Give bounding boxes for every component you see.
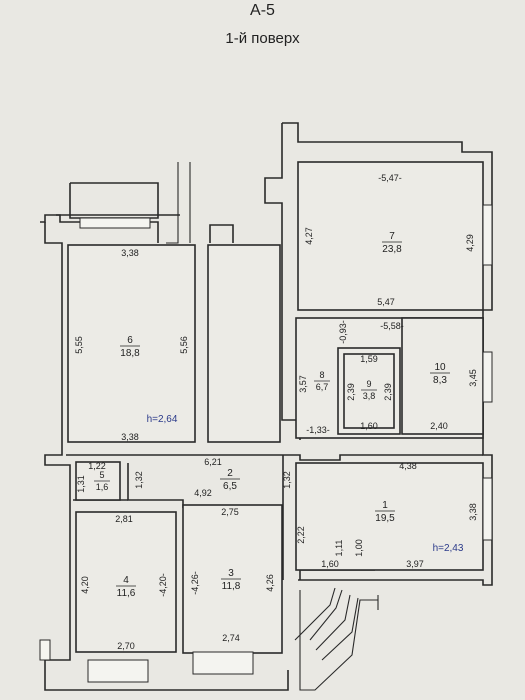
dim-7-right: 4,29 bbox=[465, 234, 475, 252]
dim-1-left: 2,22 bbox=[296, 526, 306, 544]
dim-10-right: 3,45 bbox=[468, 369, 478, 387]
dim-8-left: 3,57 bbox=[298, 375, 308, 393]
dim-4-top: 2,81 bbox=[115, 514, 133, 524]
dim-9-right: 2,39 bbox=[383, 383, 393, 401]
dim-6-left: 5,55 bbox=[74, 336, 84, 354]
room-6 bbox=[67, 244, 196, 443]
room-10 bbox=[401, 317, 484, 435]
room-1-num: 1 bbox=[382, 500, 388, 511]
room-2-num: 2 bbox=[227, 468, 233, 479]
room-2-area: 6,5 bbox=[223, 481, 237, 492]
dim-3-left: -4,26- bbox=[190, 571, 200, 595]
room-3-area: 11,8 bbox=[222, 581, 241, 592]
floor-title: 1-й поверх bbox=[225, 30, 300, 47]
room-3-num: 3 bbox=[228, 568, 234, 579]
dim-1-397: 3,97 bbox=[406, 559, 424, 569]
room-10-num: 10 bbox=[434, 362, 446, 373]
dim-133: -1,33- bbox=[306, 425, 330, 435]
dim-132a: 1,32 bbox=[134, 471, 144, 489]
room-4 bbox=[75, 511, 177, 653]
room-labels: 7 23,8 6 18,8 8 6,7 9 3,8 10 8,3 2 6,5 5… bbox=[94, 231, 450, 599]
dim-6-top: 3,38 bbox=[121, 248, 139, 258]
room-4-area: 11,6 bbox=[117, 588, 136, 599]
dim-6-right: 5,56 bbox=[179, 336, 189, 354]
dim-132b: 1,32 bbox=[282, 471, 292, 489]
dim-3-top: 2,75 bbox=[221, 507, 239, 517]
dim-4-left: 4,20 bbox=[80, 576, 90, 594]
dim-6-bottom: 3,38 bbox=[121, 432, 139, 442]
dim-9-top: 1,59 bbox=[360, 354, 378, 364]
corridor-shaft bbox=[207, 244, 281, 443]
dim-2-top: 6,21 bbox=[204, 457, 222, 467]
dim-093: -0,93- bbox=[338, 320, 348, 344]
room-7-area: 23,8 bbox=[382, 244, 402, 255]
room-1 bbox=[295, 462, 484, 571]
room-9 bbox=[337, 347, 401, 435]
dim-5-top: 1,22 bbox=[88, 461, 106, 471]
room-4-num: 4 bbox=[123, 575, 129, 586]
dim-1-top: 4,38 bbox=[399, 461, 417, 471]
room-1-area: 19,5 bbox=[375, 513, 395, 524]
room-7-num: 7 bbox=[389, 231, 395, 242]
dim-1-111: 1,11 bbox=[334, 540, 344, 557]
dim-3-right: 4,26 bbox=[265, 574, 275, 592]
room-8-area: 6,7 bbox=[316, 382, 329, 392]
block-title: А-5 bbox=[250, 2, 275, 19]
dim-1-right: 3,38 bbox=[468, 503, 478, 521]
dim-1-100: 1,00 bbox=[354, 539, 364, 557]
dim-7-left: 4,27 bbox=[304, 227, 314, 245]
dim-10-bottom: 2,40 bbox=[430, 421, 448, 431]
dim-9-left: 2,39 bbox=[346, 383, 356, 401]
room-1-height: h=2,43 bbox=[433, 543, 464, 554]
dim-4-bottom: 2,70 bbox=[117, 641, 135, 651]
room-6-num: 6 bbox=[127, 335, 133, 346]
dim-7-bottom: 5,47 bbox=[377, 297, 395, 307]
dim-9-bottom: 1,60 bbox=[360, 421, 378, 431]
room-9-inner bbox=[343, 353, 395, 429]
windows bbox=[39, 204, 493, 683]
dim-5-left: 1,31 bbox=[76, 475, 86, 493]
dim-4-right: -4,20- bbox=[158, 573, 168, 597]
room-7 bbox=[297, 161, 484, 311]
room-5-num: 5 bbox=[99, 470, 104, 480]
dim-7-top: -5,47- bbox=[378, 173, 402, 183]
dim-558: -5,58- bbox=[380, 321, 404, 331]
room-10-area: 8,3 bbox=[433, 375, 447, 386]
room-8-num: 8 bbox=[319, 370, 324, 380]
room-9-area: 3,8 bbox=[363, 391, 376, 401]
room-6-height: h=2,64 bbox=[147, 414, 178, 425]
dimension-labels: -5,47- 4,27 4,29 5,47 -0,93- -5,58- 3,38… bbox=[74, 173, 478, 651]
room-9-num: 9 bbox=[366, 379, 371, 389]
dim-2-bottom: 4,92 bbox=[194, 488, 212, 498]
dim-1-160: 1,60 bbox=[321, 559, 339, 569]
room-6-area: 18,8 bbox=[120, 348, 140, 359]
dim-3-bottom: 2,74 bbox=[222, 633, 240, 643]
room-5-area: 1,6 bbox=[96, 482, 109, 492]
